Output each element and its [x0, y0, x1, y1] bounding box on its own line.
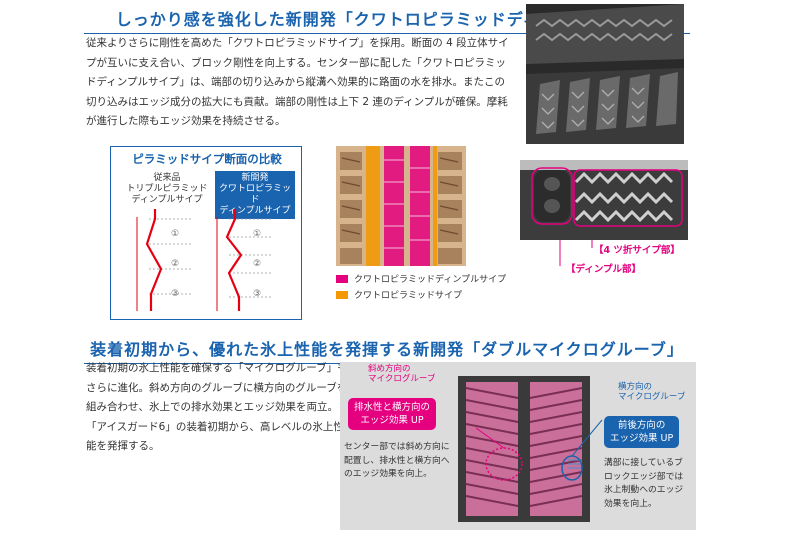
pyramid-sipe-comparison: ピラミッドサイプ断面の比較 従来品 トリプルピラミッド ディンプルサイプ 新開発… [110, 146, 302, 320]
micro-groove-tread-photo [458, 376, 590, 522]
diagonal-groove-label: 斜め方向の マイクログルーブ [368, 364, 436, 384]
marker-3-old: ③ [171, 289, 180, 299]
micro-groove-highlights [475, 419, 603, 481]
callout-lines [559, 240, 593, 266]
marker-1-old: ① [171, 229, 180, 239]
legend-item-pyramid-sipe: クワトロピラミッドサイプ [336, 288, 462, 301]
legend-swatch-magenta [336, 274, 348, 283]
section1-heading: しっかり感を強化した新開発「クワトロピラミッドディンプルサイプ」 [84, 6, 690, 34]
section2-body: 装着初期の氷上性能を確保する「マイクログルーブ」もさらに進化。斜め方向のグルーブ… [86, 362, 348, 452]
old-sipe-label: 従来品 トリプルピラミッド ディンプルサイプ [126, 173, 208, 205]
marker-3-new: ③ [253, 289, 262, 299]
legend-label: クワトロピラミッドディンプルサイプ [354, 275, 507, 285]
legend-swatch-orange [336, 290, 348, 299]
comparison-title: ピラミッドサイプ断面の比較 [132, 152, 282, 166]
legend-label: クワトロピラミッドサイプ [354, 291, 463, 301]
lateral-effect-pill: 前後方向の エッジ効果 UP [604, 416, 680, 448]
tread-pattern-photo [336, 146, 466, 266]
legend-item-dimple-sipe: クワトロピラミッドディンプルサイプ [336, 272, 506, 285]
lateral-groove-description: 溝部に接しているブロックエッジ部では氷上制動へのエッジ効果を向上。 [604, 458, 684, 509]
diagonal-effect-pill: 排水性と横方向の エッジ効果 UP [348, 398, 437, 430]
diagonal-groove-description: センター部では斜め方向に配置し、排水性と横方向へのエッジ効果を向上。 [344, 442, 450, 479]
lateral-groove-label: 横方向の マイクログルーブ [618, 382, 686, 402]
sipe-block-photo [526, 4, 684, 144]
callout-dimple: 【ディンプル部】 [566, 264, 642, 275]
marker-2-new: ② [253, 259, 262, 269]
marker-1-new: ① [253, 229, 262, 239]
section1-body: 従来よりさらに剛性を高めた「クワトロピラミッドサイプ」を採用。断面の 4 段立体… [86, 37, 509, 127]
marker-2-old: ② [171, 259, 180, 269]
sipe-cross-section-photo [520, 160, 688, 240]
new-sipe-label: 新開発 クワトロピラミッド ディンプルサイプ [215, 171, 295, 219]
sipe-profile-diagram [136, 209, 271, 311]
callout-four-fold-sipe: 【4 ツ折サイプ部】 [594, 245, 680, 256]
